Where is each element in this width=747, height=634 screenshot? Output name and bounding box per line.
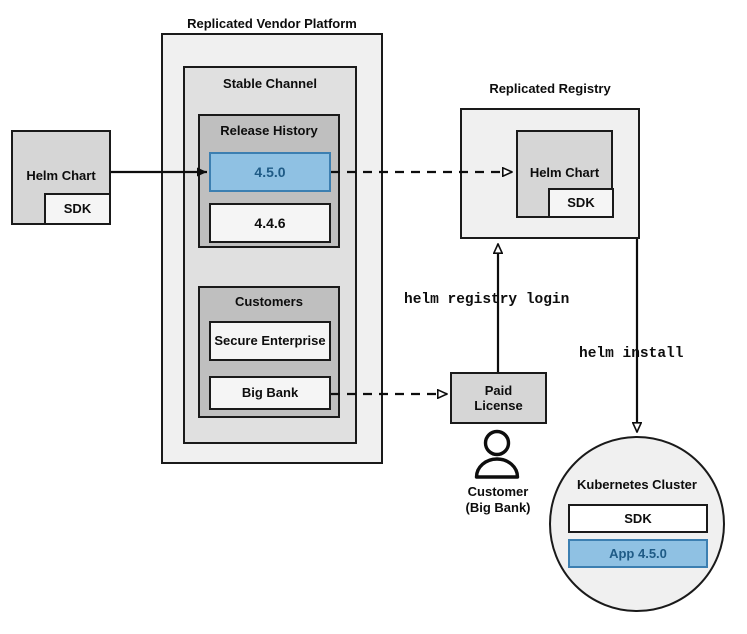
customer-name-label: Big Bank [241, 385, 299, 401]
customer-actor-line1: Customer [467, 484, 529, 499]
paid-license-line2: License [474, 398, 523, 413]
customer-name-label: Secure Enterprise [214, 333, 326, 349]
helm-registry-login-command: helm registry login [404, 292, 570, 308]
release-item-4-4-6[interactable]: 4.4.6 [209, 203, 331, 243]
customers-label: Customers [235, 294, 303, 309]
registry-sdk-label: SDK [567, 195, 595, 211]
source-helm-chart-label: Helm Chart [26, 168, 96, 183]
person-icon [474, 429, 520, 479]
release-version-label: 4.4.6 [254, 214, 286, 231]
release-history-label: Release History [220, 123, 318, 138]
registry-helm-chart-label: Helm Chart [529, 165, 600, 180]
cluster-sdk-box[interactable]: SDK [568, 504, 708, 533]
cluster-app-box[interactable]: App 4.5.0 [568, 539, 708, 568]
cluster-app-label: App 4.5.0 [609, 545, 667, 561]
customer-actor-line2: (Big Bank) [465, 500, 531, 516]
release-version-label: 4.5.0 [254, 163, 286, 180]
source-sdk-label: SDK [63, 201, 92, 217]
kubernetes-cluster-label: Kubernetes Cluster [577, 477, 697, 492]
source-sdk[interactable]: SDK [44, 193, 111, 225]
customer-actor-label: Customer (Big Bank) [427, 484, 569, 517]
registry-title: Replicated Registry [489, 81, 611, 96]
helm-install-command: helm install [579, 346, 684, 362]
registry-sdk[interactable]: SDK [548, 188, 614, 218]
cluster-sdk-label: SDK [624, 510, 652, 526]
stable-channel-label: Stable Channel [223, 76, 317, 91]
customer-item-secure-enterprise[interactable]: Secure Enterprise [209, 321, 331, 361]
paid-license-box[interactable]: Paid License [450, 372, 547, 424]
paid-license-line1: Paid [484, 382, 513, 398]
vendor-platform-title: Replicated Vendor Platform [187, 16, 357, 31]
release-item-4-5-0[interactable]: 4.5.0 [209, 152, 331, 192]
customer-item-big-bank[interactable]: Big Bank [209, 376, 331, 410]
